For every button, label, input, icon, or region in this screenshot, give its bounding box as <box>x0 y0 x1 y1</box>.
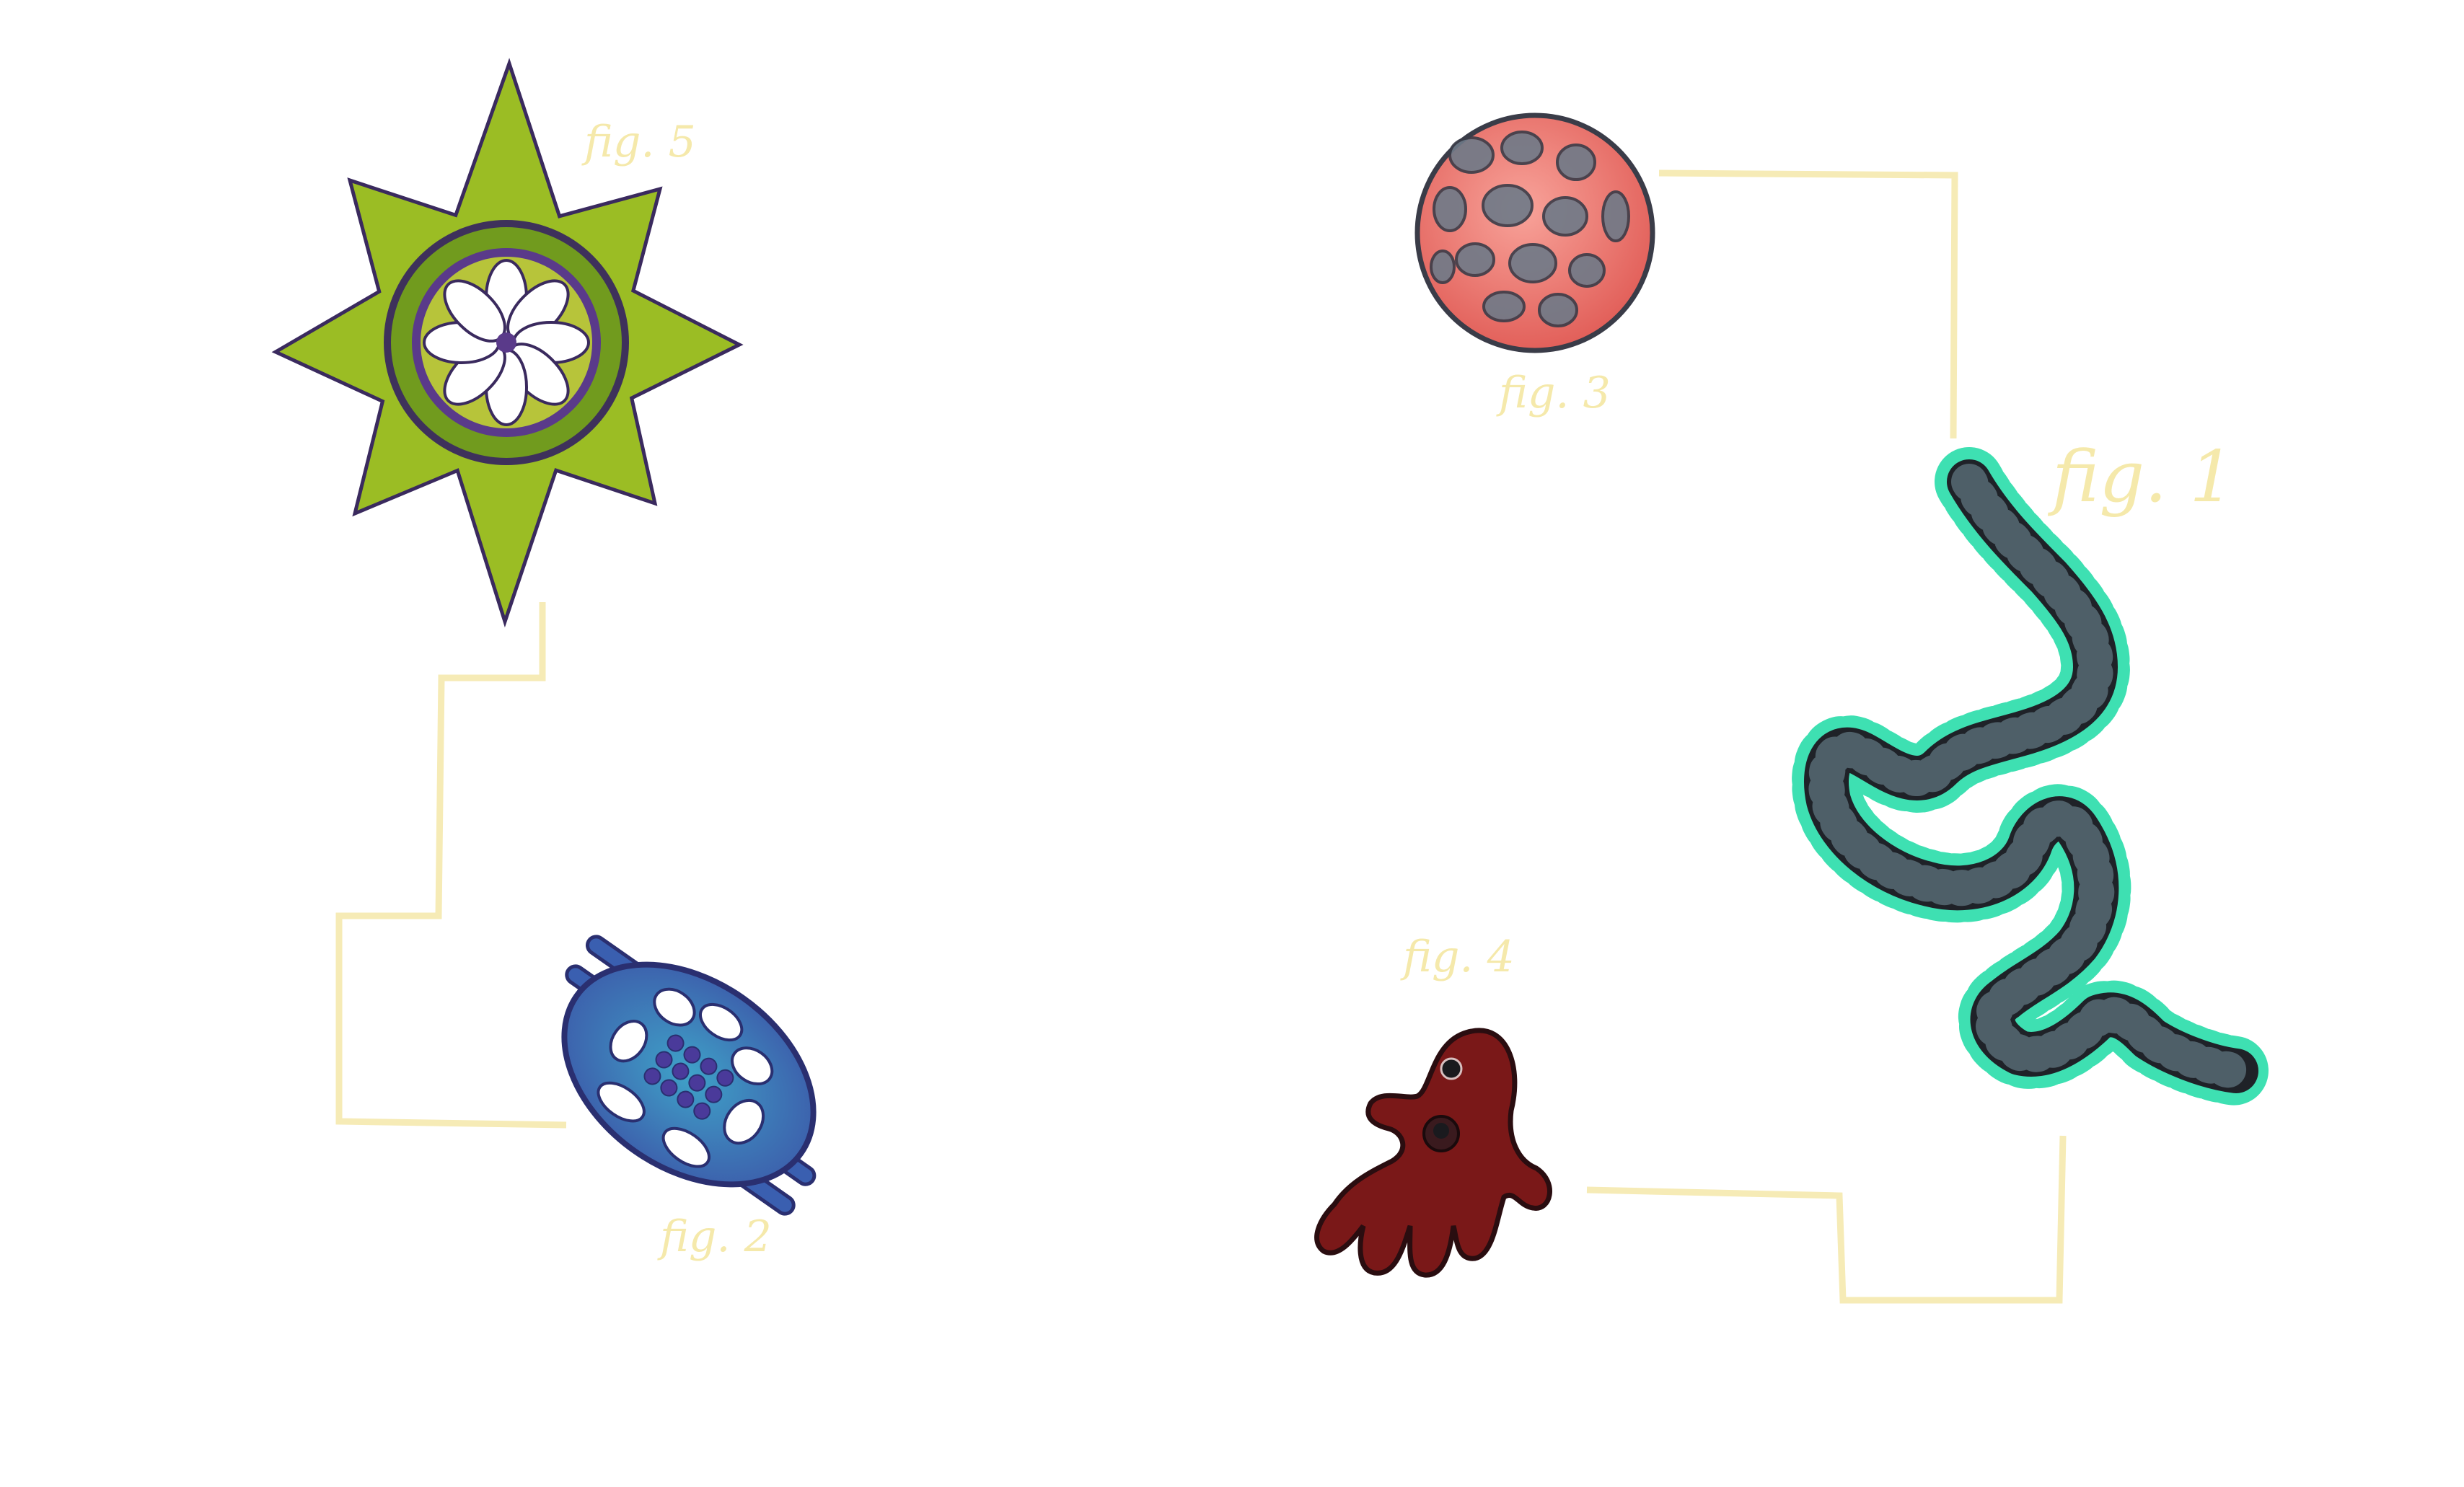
caption-fig-5: fig. 5 <box>584 117 696 167</box>
spiny-chain-organism-icon <box>1792 447 2271 1106</box>
pink-sphere-organism-icon <box>1414 112 1655 353</box>
caption-fig-3: fig. 3 <box>1499 368 1611 418</box>
connector-fig4-fig1 <box>1586 1135 2067 1304</box>
star-radiolarian-icon <box>271 58 744 628</box>
caption-fig-2: fig. 2 <box>660 1212 772 1262</box>
connector-fig3-fig1 <box>1658 169 1958 439</box>
amoeba-organism-icon <box>1314 1028 1552 1278</box>
caption-fig-1: fig. 1 <box>2052 436 2235 519</box>
caption-fig-4: fig. 4 <box>1403 932 1515 982</box>
blue-lattice-organism-icon <box>561 935 817 1216</box>
connector-fig5-fig2 <box>335 602 567 1129</box>
